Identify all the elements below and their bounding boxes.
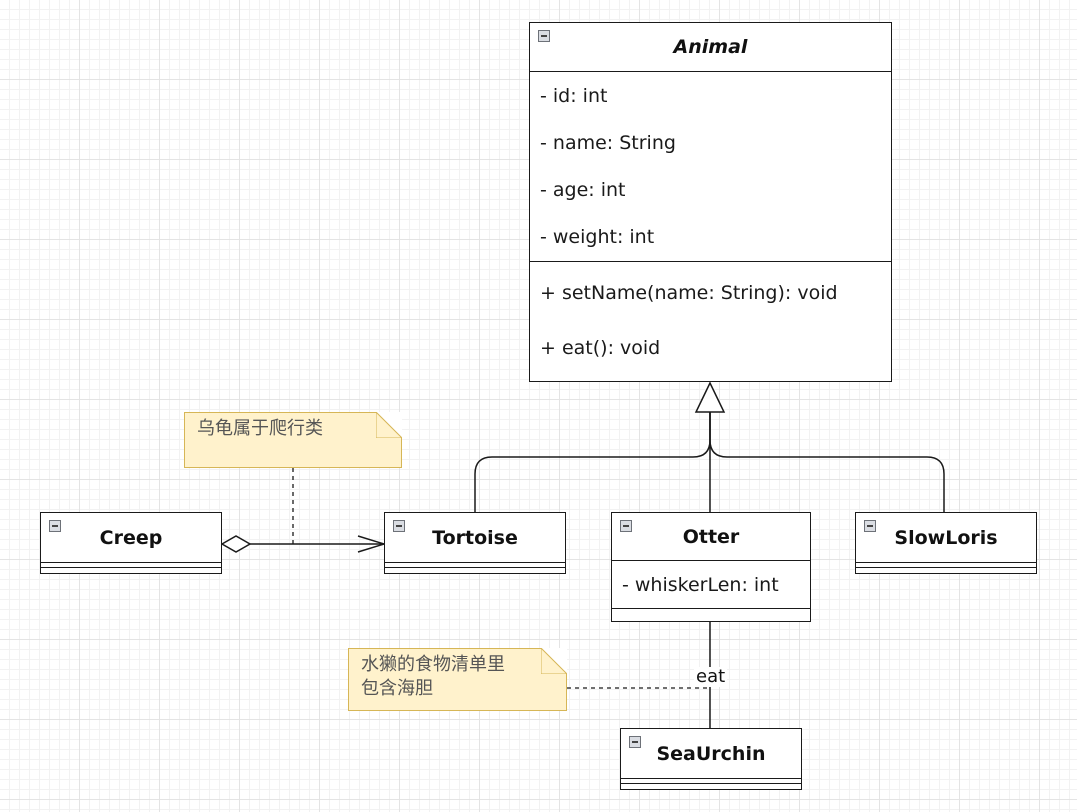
class-otter[interactable]: Otter - whiskerLen: int <box>611 512 811 622</box>
note-tortoise-text: 乌龟属于爬行类 <box>197 418 323 439</box>
class-tortoise-name: Tortoise <box>432 526 518 549</box>
class-tortoise-header: Tortoise <box>385 513 565 562</box>
class-animal-name: Animal <box>673 36 748 58</box>
class-seaurchin[interactable]: SeaUrchin <box>620 728 802 790</box>
collapse-icon[interactable] <box>620 520 632 532</box>
collapse-icon[interactable] <box>393 520 405 532</box>
note-tortoise[interactable]: 乌龟属于爬行类 <box>184 412 402 468</box>
note-otter-text-line1: 水獭的食物清单里 <box>361 654 505 675</box>
class-slowloris-name: SlowLoris <box>894 526 998 549</box>
attribute-name: - name: String <box>540 131 676 154</box>
note-otter[interactable]: 水獭的食物清单里 包含海胆 <box>348 648 567 711</box>
note-fold-icon <box>541 648 567 674</box>
class-animal-attributes: - id: int - name: String - age: int - we… <box>530 71 891 261</box>
class-creep[interactable]: Creep <box>40 512 222 574</box>
class-seaurchin-methods <box>621 783 801 787</box>
collapse-icon[interactable] <box>864 520 876 532</box>
class-otter-methods <box>612 608 810 612</box>
class-creep-name: Creep <box>99 526 163 549</box>
class-creep-attributes <box>41 562 221 567</box>
class-otter-name: Otter <box>682 525 740 548</box>
class-tortoise[interactable]: Tortoise <box>384 512 566 574</box>
class-creep-methods <box>41 567 221 571</box>
class-otter-attributes: - whiskerLen: int <box>612 560 810 608</box>
collapse-icon[interactable] <box>629 736 641 748</box>
inheritance-arrowhead <box>694 381 726 413</box>
note-fold-icon <box>376 412 402 438</box>
generalization-slowloris-animal[interactable] <box>709 412 945 512</box>
class-creep-header: Creep <box>41 513 221 562</box>
class-slowloris-methods <box>856 567 1036 571</box>
collapse-icon[interactable] <box>49 520 61 532</box>
class-animal-header: Animal <box>530 23 891 71</box>
class-animal[interactable]: Animal - id: int - name: String - age: i… <box>529 22 892 382</box>
attribute-id: - id: int <box>540 84 608 107</box>
method-setname: + setName(name: String): void <box>540 281 838 304</box>
class-tortoise-methods <box>385 567 565 571</box>
collapse-icon[interactable] <box>538 30 550 42</box>
aggregation-diamond <box>220 535 252 553</box>
attribute-weight: - weight: int <box>540 226 655 248</box>
class-seaurchin-attributes <box>621 778 801 783</box>
class-otter-header: Otter <box>612 513 810 560</box>
association-label-eat: eat <box>694 666 728 687</box>
class-slowloris[interactable]: SlowLoris <box>855 512 1037 574</box>
method-eat: + eat(): void <box>540 337 661 359</box>
attribute-whiskerlen: - whiskerLen: int <box>622 573 779 596</box>
generalization-tortoise-animal[interactable] <box>474 412 711 512</box>
class-seaurchin-name: SeaUrchin <box>656 742 766 765</box>
class-tortoise-attributes <box>385 562 565 567</box>
class-seaurchin-header: SeaUrchin <box>621 729 801 778</box>
note-otter-text-line2: 包含海胆 <box>361 678 433 699</box>
class-animal-methods: + setName(name: String): void + eat(): v… <box>530 261 891 373</box>
attribute-age: - age: int <box>540 178 626 201</box>
class-slowloris-header: SlowLoris <box>856 513 1036 562</box>
class-slowloris-attributes <box>856 562 1036 567</box>
